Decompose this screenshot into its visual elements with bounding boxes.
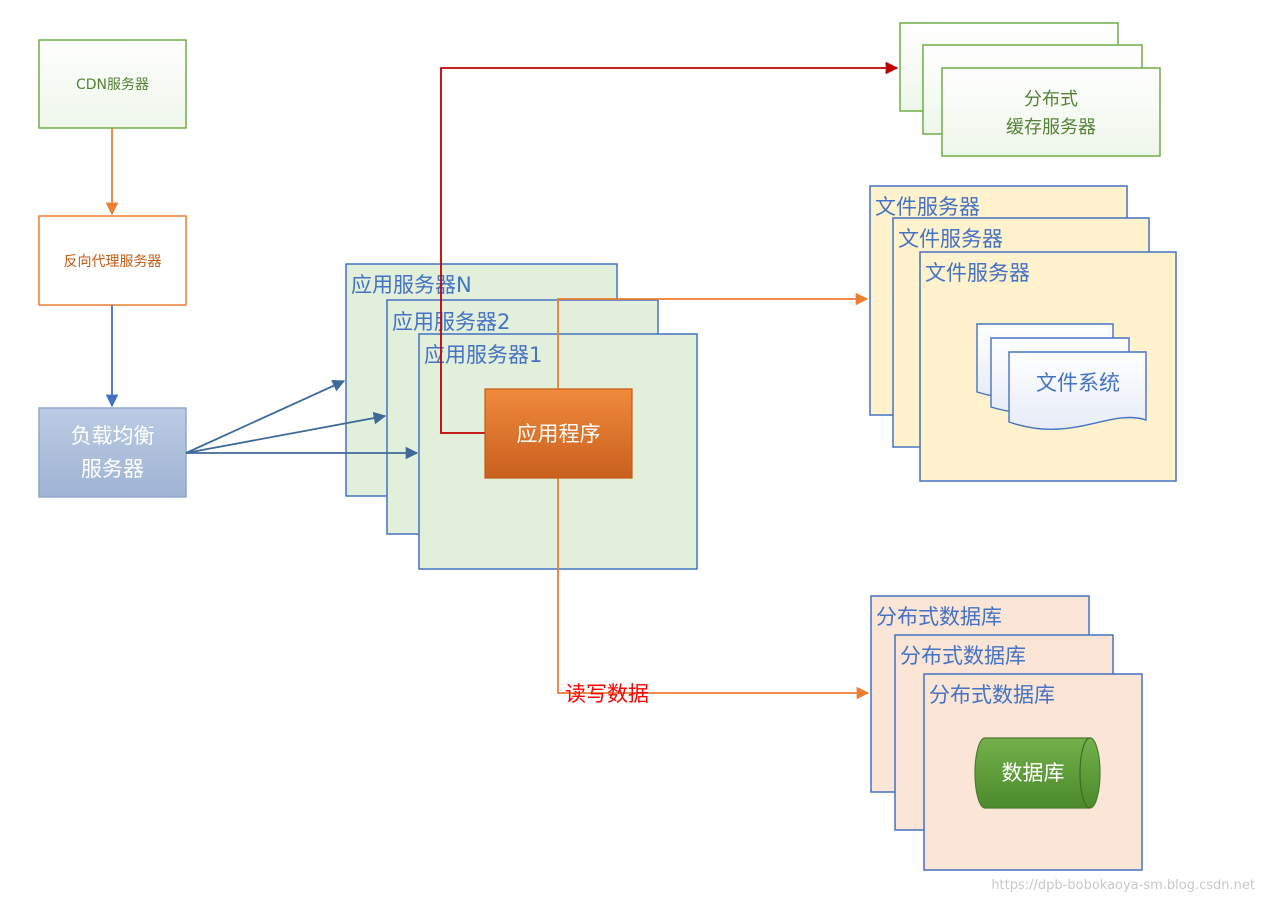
cache-server-stack: 分布式 缓存服务器 — [899, 22, 1161, 157]
cdn-server-label: CDN服务器 — [76, 77, 149, 93]
database-icon: 数据库 — [974, 737, 1101, 809]
file-system-icon: 文件系统 — [976, 323, 1147, 430]
file-system-label: 文件系统 — [1036, 371, 1120, 395]
file-server-back-label: 文件服务器 — [875, 195, 980, 219]
app-to-file-arrow — [557, 292, 869, 389]
application-label: 应用程序 — [517, 422, 601, 446]
load-balancer-node: 负载均衡 服务器 — [38, 407, 187, 498]
read-write-label: 读写数据 — [565, 682, 649, 706]
file-server-front-label: 文件服务器 — [925, 261, 1030, 285]
cache-label-1: 分布式 — [1024, 89, 1078, 110]
cdn-server-node: CDN服务器 — [38, 39, 187, 129]
reverse-proxy-node: 反向代理服务器 — [38, 215, 187, 306]
lb-to-app-n-arrow — [185, 379, 346, 454]
load-balancer-label-1: 负载均衡 — [71, 424, 155, 448]
app-to-db-line — [557, 478, 656, 694]
reverse-proxy-label: 反向代理服务器 — [64, 254, 162, 270]
app-server-1-label: 应用服务器1 — [424, 343, 542, 367]
db-server-front-label: 分布式数据库 — [929, 683, 1055, 707]
database-label: 数据库 — [1002, 761, 1065, 785]
file-server-mid-label: 文件服务器 — [898, 227, 1003, 251]
app-server-n-label: 应用服务器N — [351, 273, 472, 297]
watermark-text: https://dpb-bobokaoya-sm.blog.csdn.net — [991, 878, 1255, 893]
app-server-2-label: 应用服务器2 — [392, 310, 510, 334]
application-node: 应用程序 — [484, 388, 633, 479]
db-server-back-label: 分布式数据库 — [876, 605, 1002, 629]
load-balancer-label-2: 服务器 — [81, 457, 144, 481]
cache-label-2: 缓存服务器 — [1006, 117, 1096, 138]
lb-to-app-2-arrow — [185, 411, 387, 454]
app-to-cache-arrow — [440, 61, 899, 434]
db-server-mid-label: 分布式数据库 — [900, 644, 1026, 668]
